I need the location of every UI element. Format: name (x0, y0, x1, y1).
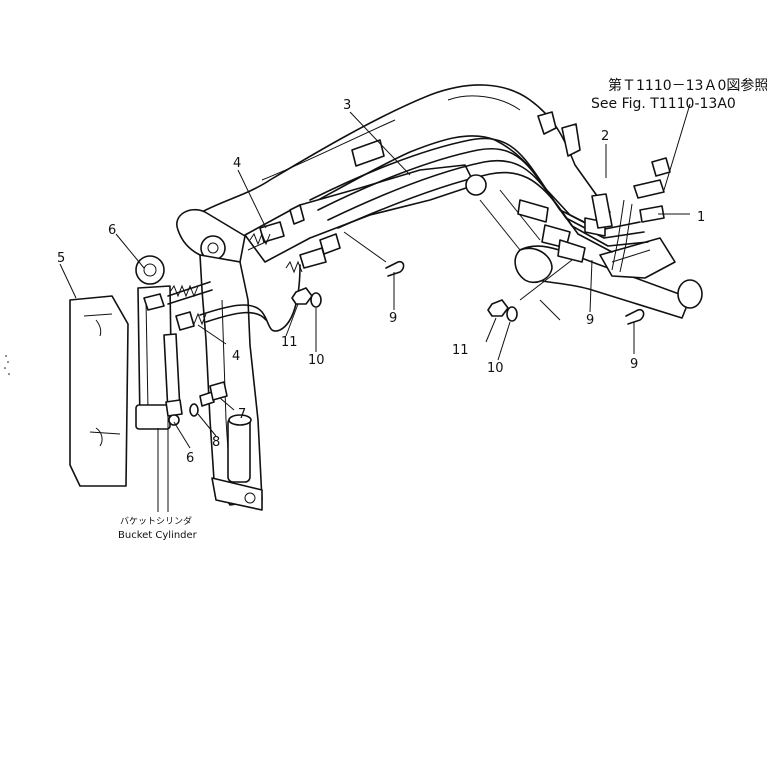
washer-part-8 (189, 403, 199, 417)
cylinder-fittings (143, 293, 195, 426)
boom (176, 84, 611, 263)
callout-11-left: 11 (281, 335, 298, 350)
callout-4-lower: 4 (232, 349, 240, 364)
u-bolt-right (625, 308, 645, 325)
boom-cylinder (479, 189, 703, 319)
bucket-cylinder (135, 255, 173, 430)
reference-note: 第Ｔ1110－13Ａ0図参照 See Fig. T1110-13A0 (591, 77, 767, 112)
callout-4-upper: 4 (233, 156, 241, 171)
caption-en: Bucket Cylinder (118, 530, 198, 541)
fitting-assembly-1 (591, 157, 671, 273)
leader-lines (59, 103, 691, 512)
scan-marks (4, 355, 10, 375)
arm (199, 254, 263, 511)
nut-washer-right (487, 299, 518, 322)
callout-1: 1 (697, 210, 705, 225)
callout-10-right: 10 (487, 361, 504, 376)
callout-3: 3 (343, 98, 351, 113)
bucket-cylinder-caption: バケットシリンダ Bucket Cylinder (118, 515, 198, 541)
callout-7: 7 (238, 407, 246, 422)
callout-9-middle: 9 (586, 313, 594, 328)
callout-9-left: 9 (389, 311, 397, 326)
reference-text-jp: 第Ｔ1110－13Ａ0図参照 (608, 77, 767, 94)
guard-plate (69, 295, 129, 487)
callout-9-right: 9 (630, 357, 638, 372)
callout-5: 5 (57, 251, 65, 266)
caption-jp: バケットシリンダ (120, 515, 192, 527)
hydraulic-pipes (309, 137, 649, 263)
callout-11-right: 11 (452, 343, 469, 358)
fitting-group-upper (247, 204, 341, 269)
callout-labels: 1 2 3 4 4 5 6 6 7 8 9 9 9 10 10 11 11 (57, 98, 705, 466)
reference-text-en: See Fig. T1110-13A0 (591, 96, 736, 112)
callout-6-lower: 6 (186, 451, 194, 466)
callout-10-left: 10 (308, 353, 325, 368)
bolt-part (199, 381, 228, 407)
u-bolt-left (385, 260, 405, 277)
nut-washer-left (291, 287, 322, 308)
callout-8: 8 (212, 435, 220, 450)
callout-2: 2 (601, 129, 609, 144)
callout-6-upper: 6 (108, 223, 116, 238)
